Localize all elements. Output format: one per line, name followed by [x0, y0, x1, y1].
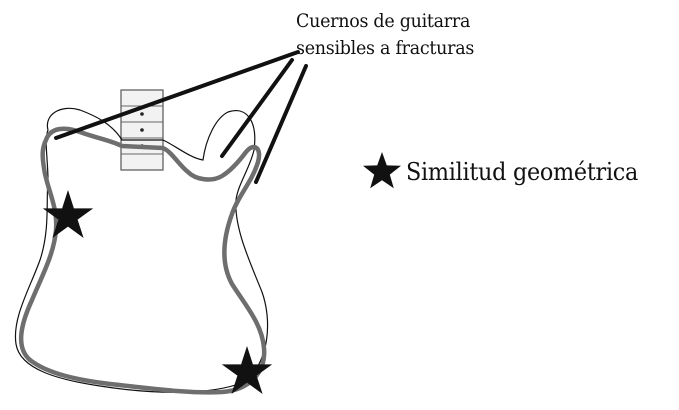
- legend-label: Similitud geométrica: [406, 158, 639, 186]
- legend: Similitud geométrica: [360, 150, 656, 194]
- star-icon: [363, 152, 401, 189]
- callout-line-1: Cuernos de guitarra: [296, 10, 471, 32]
- star-icon: [42, 190, 94, 238]
- measured-body-outline: [18, 126, 267, 395]
- fracture-callout-label: Cuernos de guitarra sensibles a fractura…: [296, 8, 508, 62]
- callout-line-2: sensibles a fracturas: [296, 37, 475, 59]
- callout-leader-lines: [54, 50, 308, 184]
- star-icon: [221, 346, 273, 394]
- reference-body-outline: [14, 107, 269, 393]
